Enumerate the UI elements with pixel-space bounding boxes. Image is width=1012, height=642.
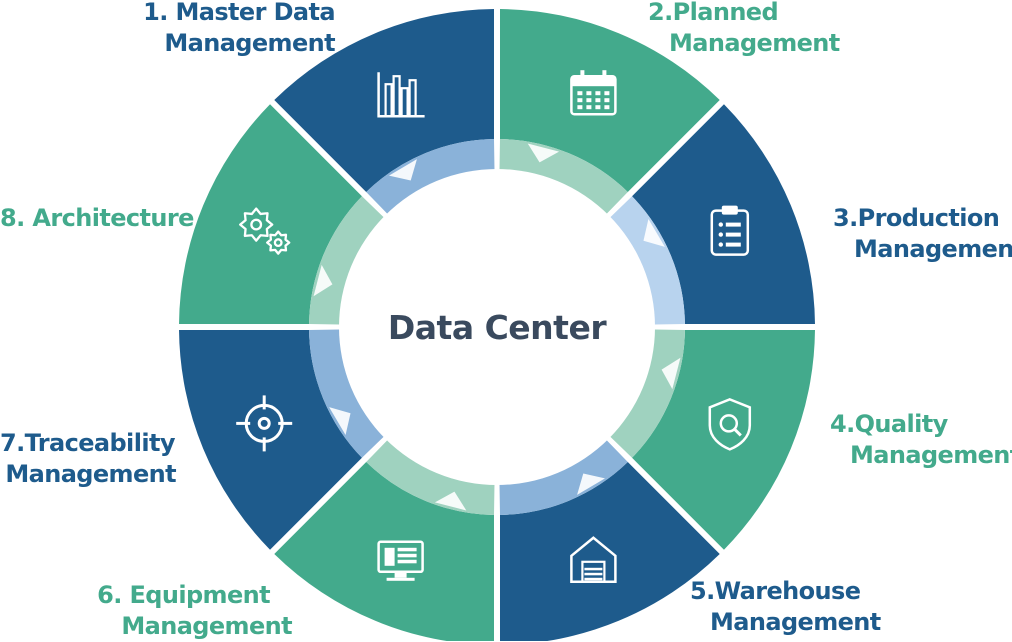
- ring-band-2: [499, 139, 628, 220]
- calendar-icon: [570, 70, 617, 116]
- label-line: Management: [669, 29, 840, 57]
- label-line: 8. Architecture: [0, 204, 194, 232]
- label-equipment-management: 6. Equipment Management: [60, 580, 292, 642]
- crosshair-target-icon: [236, 395, 293, 452]
- label-traceability-management: 7.Traceability Management: [0, 428, 177, 490]
- warehouse-icon: [570, 536, 617, 584]
- label-line: 2.Planned: [648, 0, 779, 26]
- segment-2: [499, 9, 720, 192]
- ring-notch: [661, 357, 681, 390]
- center-hub: [339, 169, 655, 485]
- ring-band-3: [604, 196, 685, 325]
- label-line: 3.Production: [833, 204, 1000, 232]
- label-line: 1. Master Data: [143, 0, 335, 26]
- ring-notch: [643, 218, 665, 247]
- ring-notch: [577, 473, 606, 495]
- shield-search-icon: [708, 398, 752, 451]
- label-line: Management: [710, 608, 881, 636]
- clipboard-checklist-icon: [710, 205, 750, 256]
- segment-8: [179, 104, 362, 325]
- label-architecture: 8. Architecture: [0, 203, 194, 234]
- label-line: Management: [164, 29, 335, 57]
- ring-band-6: [366, 434, 495, 515]
- label-line: 5.Warehouse: [690, 577, 861, 605]
- ring-notch: [527, 143, 560, 163]
- ring-notch: [329, 407, 351, 436]
- label-line: Management: [121, 612, 292, 640]
- segment-4: [632, 329, 815, 550]
- center-title: Data Center: [388, 308, 607, 347]
- label-planned-management: 2.Planned Management: [645, 0, 885, 59]
- label-master-data-management: 1. Master Data Management: [120, 0, 335, 59]
- monitor-icon: [377, 540, 424, 581]
- label-quality-management: 4.Quality Management: [830, 409, 1012, 471]
- label-line: 4.Quality: [830, 410, 948, 438]
- ring-notch: [434, 491, 467, 511]
- label-line: Management: [850, 441, 1012, 469]
- ring-notch: [388, 159, 417, 181]
- ring-band-5: [499, 434, 628, 515]
- ring-band-7: [309, 329, 390, 458]
- label-line: Management: [5, 460, 176, 488]
- label-production-management: 3.Production Management: [830, 203, 1012, 265]
- label-line: 6. Equipment: [97, 581, 270, 609]
- label-line: Management: [854, 235, 1012, 263]
- ring-band-8: [309, 196, 390, 325]
- gears-icon: [239, 207, 291, 255]
- segment-6: [274, 462, 494, 641]
- segment-1: [274, 9, 495, 192]
- ring-notch: [313, 264, 333, 297]
- bar-chart-icon: [377, 72, 425, 118]
- ring-band-1: [366, 139, 495, 220]
- label-warehouse-management: 5.Warehouse Management: [690, 576, 890, 638]
- ring-band-4: [604, 329, 685, 458]
- label-line: 7.Traceability: [0, 429, 175, 457]
